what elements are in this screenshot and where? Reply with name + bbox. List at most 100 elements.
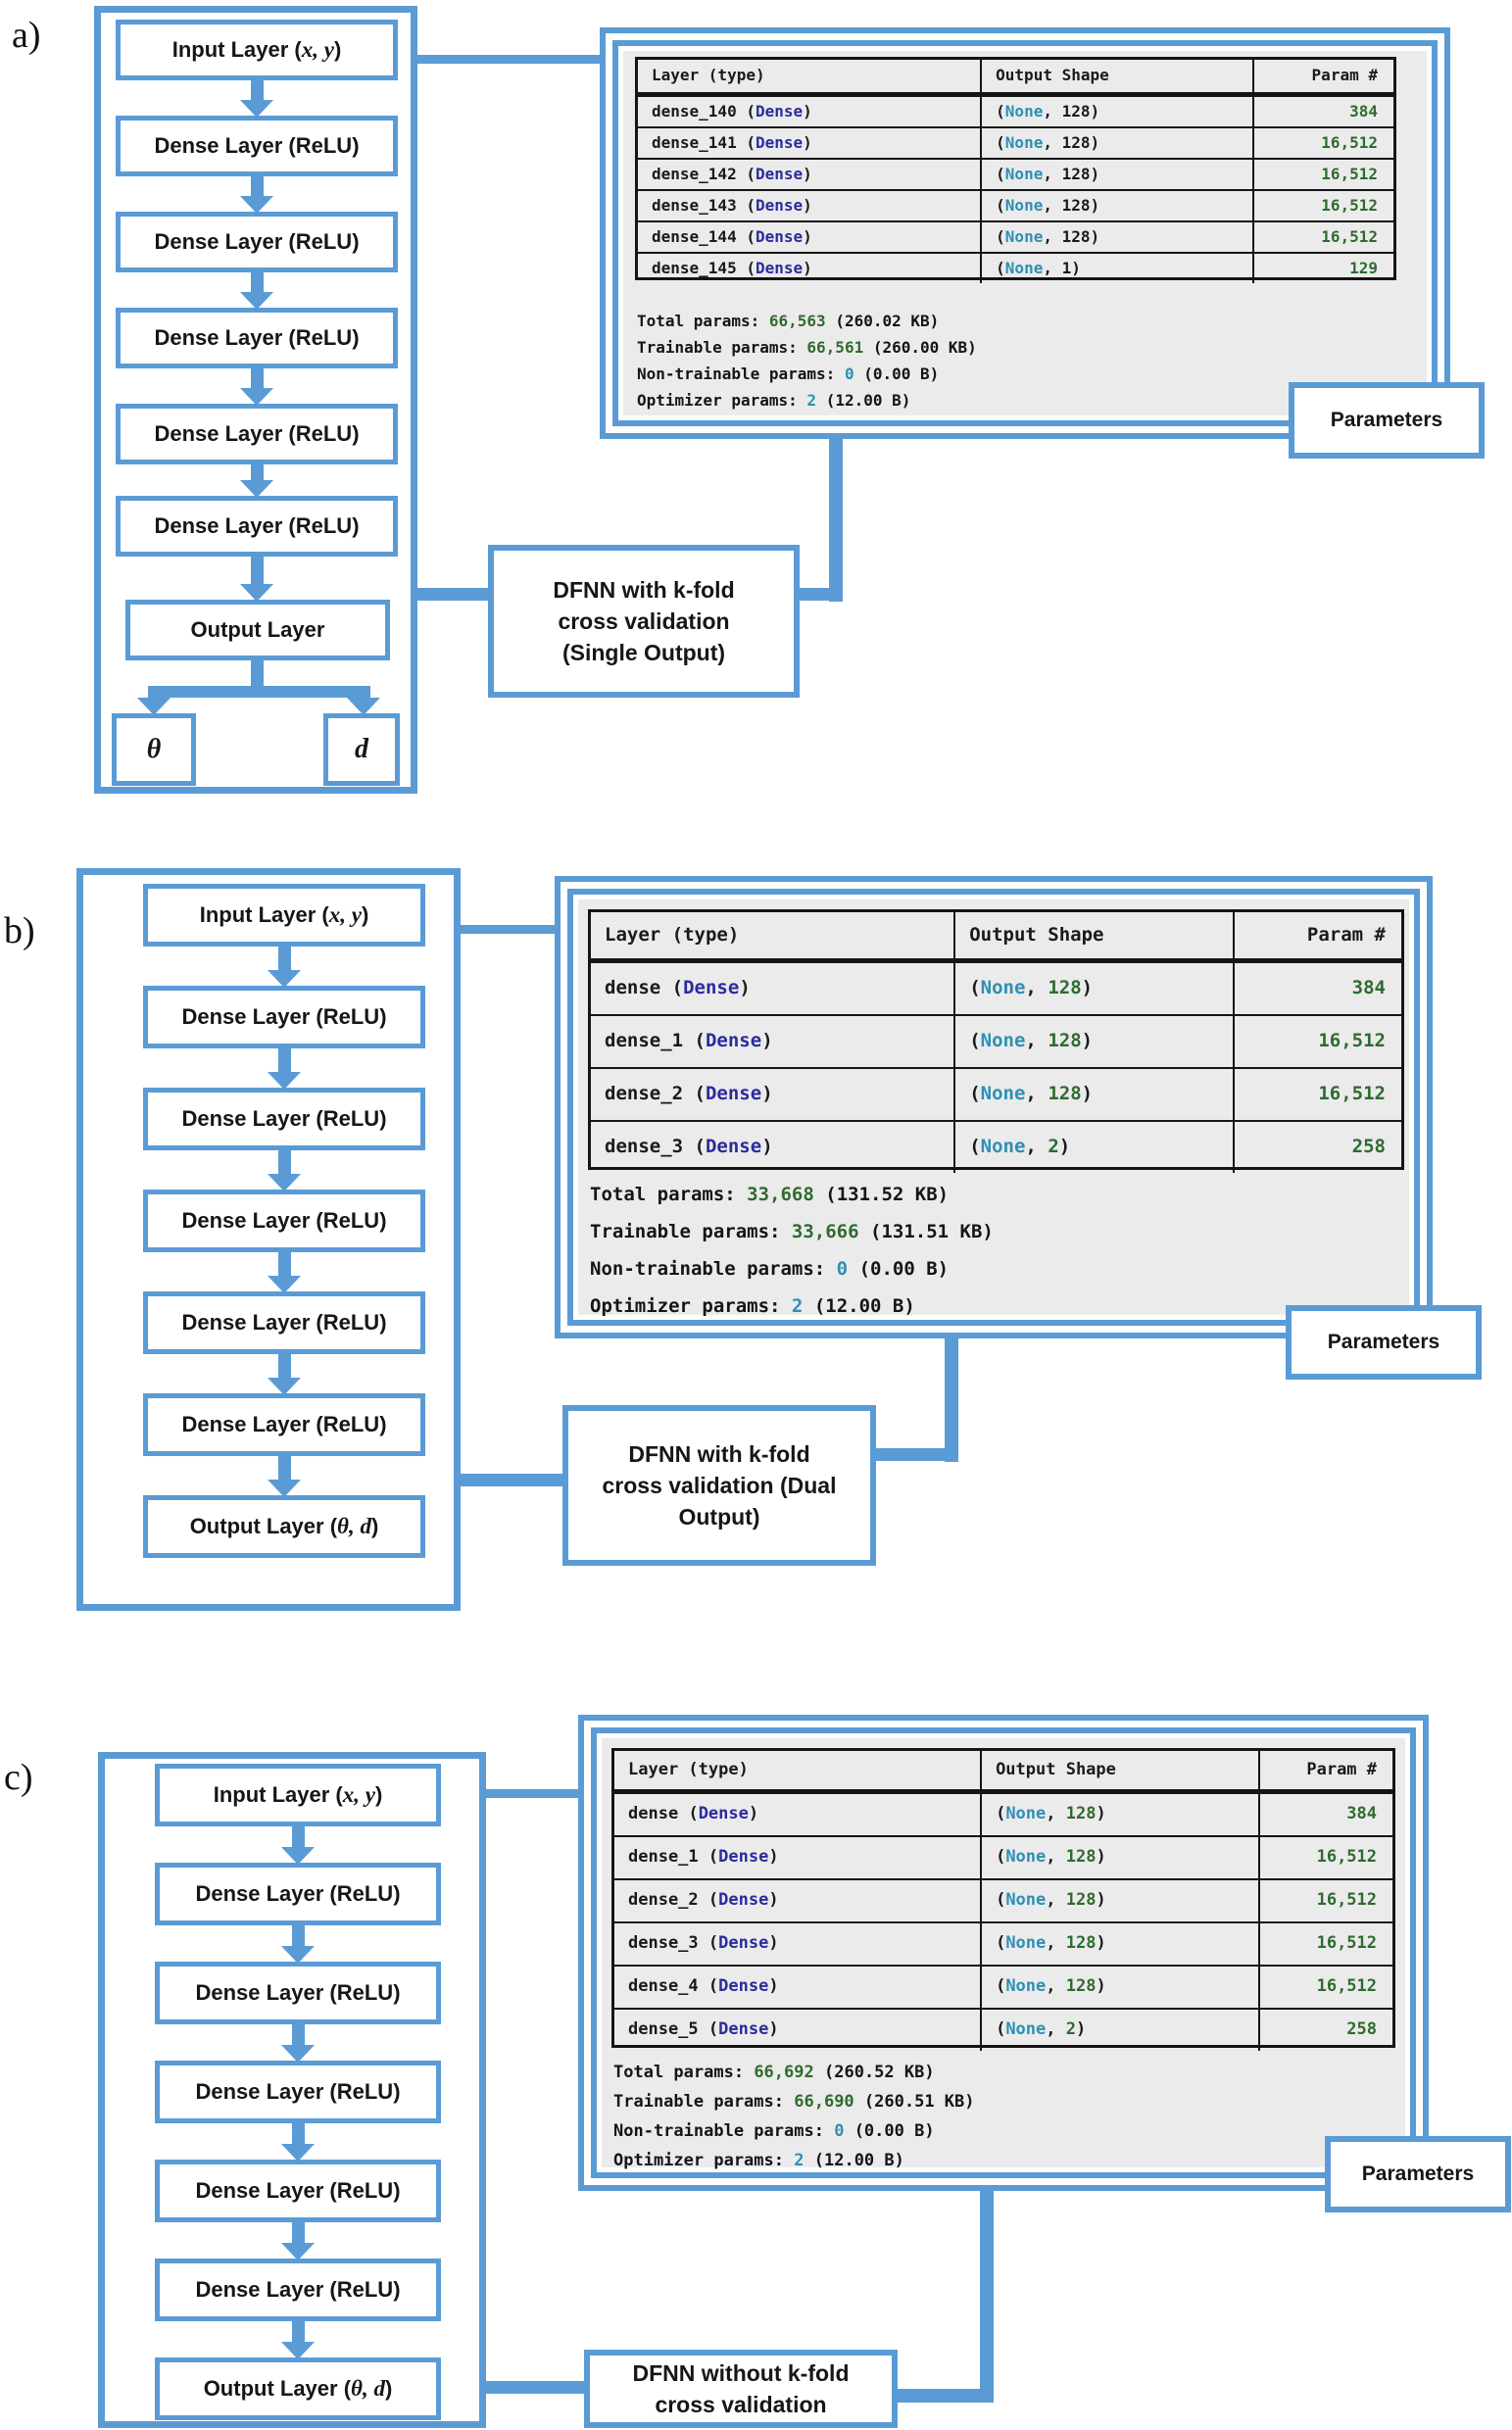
shape-part: 128 [1065,1804,1097,1823]
layer-type: ( [746,165,756,183]
param-count: 16,512 [1321,165,1378,183]
totals-value: 0 [836,1258,849,1280]
theta-node: θ [112,713,196,786]
flow-box-label: Dense Layer (ReLU) [195,1881,401,1906]
connector-line [876,1448,958,1461]
shape-part: None [1005,1804,1047,1823]
layer-name: dense_1 [605,1030,684,1051]
shape-part: ( [996,227,1005,246]
dfnn-line: DFNN without k-fold [632,2357,849,2389]
dfnn-line-text: DFNN without k-fold [632,2360,850,2386]
layer-name: dense_140 [652,102,737,121]
layer-type: ( [694,1083,706,1104]
shape-part: ( [996,102,1005,121]
down-arrow-icon [240,388,273,406]
flow-box-label: Dense Layer (ReLU) [154,229,360,254]
param-count: 258 [1351,1136,1386,1157]
layer-type: ( [746,259,756,277]
layer-name: dense_3 [628,1933,699,1953]
flow-container [98,1752,486,2428]
flow-box-label: Dense Layer (ReLU) [195,1980,401,2005]
connector-line [417,588,488,601]
totals-size: (260.52 KB) [823,2063,935,2082]
output-shape-cell: (None, 128) [980,128,1252,158]
layer-type: ) [768,1933,779,1953]
totals-label: Non-trainable params: [613,2121,824,2141]
flow-box-dense-4: Dense Layer (ReLU) [116,404,398,464]
shape-part: , [1043,165,1062,183]
layer-type: Dense [698,1804,749,1823]
totals-value: 2 [806,391,817,410]
output-shape-cell: (None, 128) [980,222,1252,252]
param-count-cell: 16,512 [1257,1923,1392,1965]
output-shape-cell: (None, 1) [980,254,1252,283]
totals-block: Total params: 66,692 (260.52 KB)Trainabl… [613,2058,975,2175]
layer-name: dense_2 [605,1083,684,1104]
layer-name: dense_141 [652,133,737,152]
down-arrow-icon [281,1946,315,1964]
layer-type: ( [707,1847,719,1867]
layer-type: ( [746,227,756,246]
flow-box-label: x, y [301,37,334,62]
shape-part: ( [996,1976,1006,1996]
shape-part: ) [1096,1847,1106,1867]
header-text: Output Shape [969,924,1104,946]
flow-box-label: ) [374,1782,383,1807]
totals-label: Trainable params: [637,338,798,357]
shape-part: 1 [1061,259,1072,277]
param-count: 384 [1351,977,1386,998]
layer-type: Dense [755,165,804,183]
flow-box-label: Input Layer ( [213,1782,343,1807]
shape-part: ) [1058,1136,1071,1157]
d-label: d [355,734,368,764]
param-count: 16,512 [1321,227,1378,246]
flow-box-label: Dense Layer (ReLU) [181,1208,387,1233]
flow-box-label: Dense Layer (ReLU) [195,2178,401,2203]
table-header-cell: Param # [1233,912,1401,958]
flow-box-dense-5: Dense Layer (ReLU) [143,1393,425,1456]
layer-name: dense_4 [628,1976,699,1996]
layer-type: ) [768,2019,779,2039]
layer-type: Dense [705,1030,762,1051]
table-row: dense_5 (Dense)(None, 2)258 [614,2008,1392,2051]
totals-label: Optimizer params: [590,1295,781,1317]
flow-box-label: Dense Layer (ReLU) [195,2079,401,2104]
table-header-cell: Output Shape [953,912,1233,958]
flow-box-label: x, y [328,902,362,927]
down-arrow-shaft [292,2022,305,2047]
output-shape-cell: (None, 128) [980,1837,1258,1878]
table-header-cell: Output Shape [980,1751,1258,1789]
shape-part: ) [1096,1976,1106,1996]
shape-part: , [1046,1847,1066,1867]
flow-box-label: θ, d [351,2376,385,2401]
param-count-cell: 384 [1257,1794,1392,1835]
down-arrow-icon [240,292,273,310]
param-count-cell: 16,512 [1257,1967,1392,2008]
shape-part: , [1043,133,1062,152]
totals-value: 2 [794,2151,805,2170]
shape-part: ) [1081,1083,1094,1104]
shape-part: None [980,1083,1026,1104]
layer-name: dense_2 [628,1890,699,1910]
down-arrow-shaft [292,2121,305,2146]
output-shape-cell: (None, 2) [980,2010,1258,2051]
dfnn-line: cross validation (Dual [602,1470,836,1501]
shape-part: 128 [1065,1976,1097,1996]
totals-line: Trainable params: 33,666 (131.51 KB) [590,1213,994,1250]
shape-part: None [1005,1933,1047,1953]
shape-part: None [980,1136,1026,1157]
param-count-cell: 258 [1233,1122,1401,1173]
section-label-text: b) [4,910,35,951]
param-count: 384 [1349,102,1378,121]
shape-part: , [1025,1083,1049,1104]
shape-part: , [1025,1136,1049,1157]
totals-size: (131.51 KB) [870,1221,994,1242]
parameters-label-box: Parameters [1289,382,1485,459]
dfnn-line-text: cross validation [558,608,730,634]
dfnn-line-text: (Single Output) [561,640,726,665]
totals-label: Non-trainable params: [590,1258,826,1280]
connector-line [829,437,843,602]
header-text: Param # [1306,924,1386,946]
